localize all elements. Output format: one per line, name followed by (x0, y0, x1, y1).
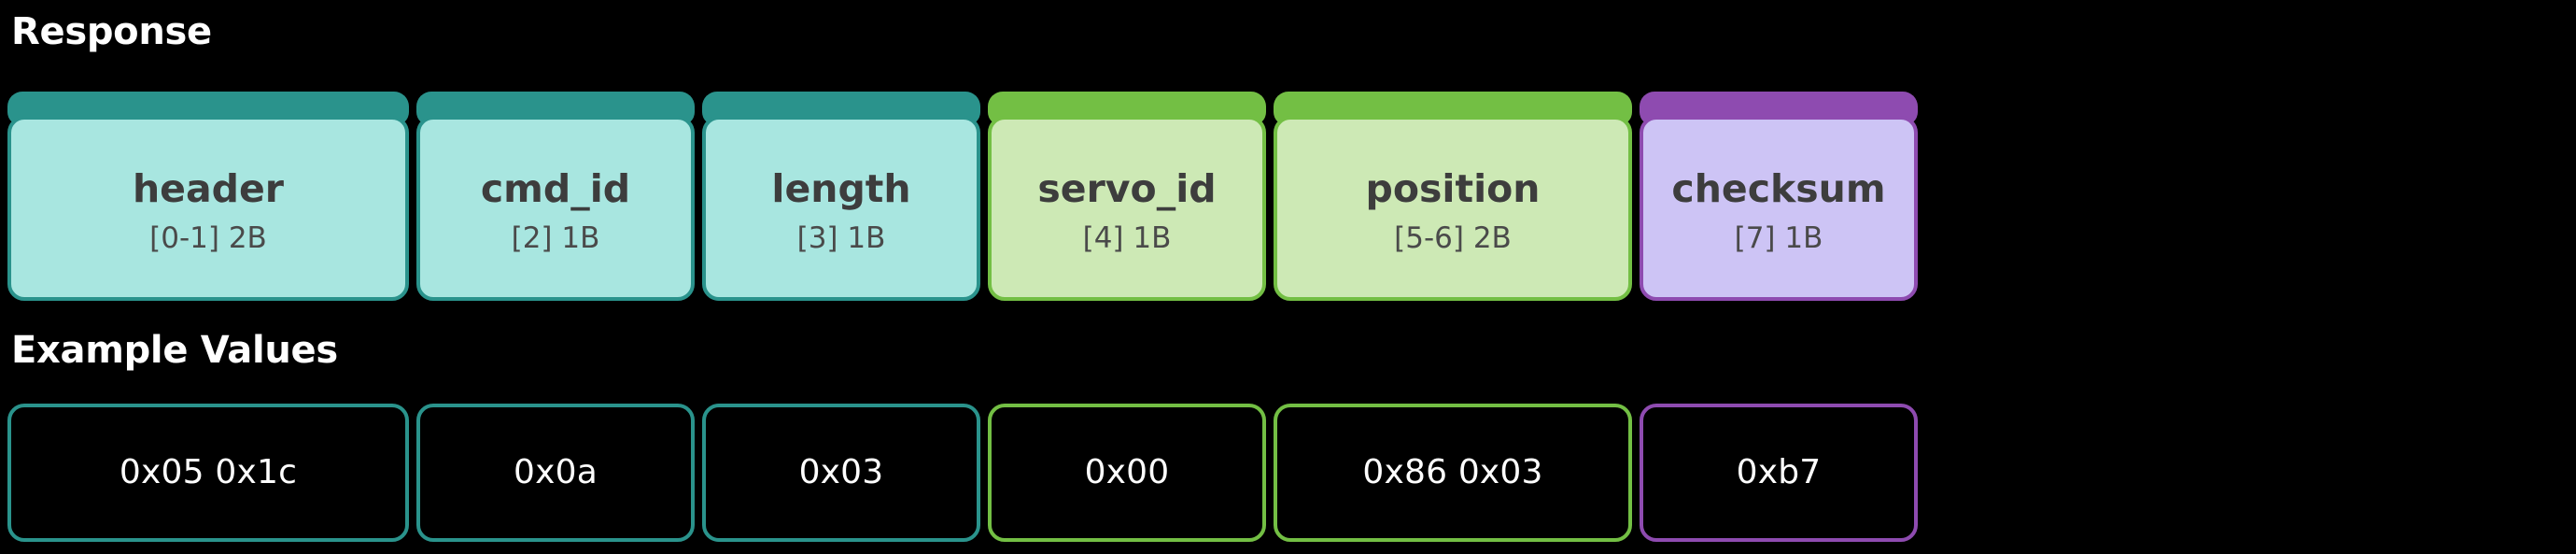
example-values-row: 0x05 0x1c 0x0a 0x03 0x00 0x86 0x03 0xb7 (7, 404, 1918, 542)
packet-field-meta-position: [5-6] 2B (1394, 221, 1512, 256)
packet-field-position[interactable]: position [5-6] 2B (1274, 92, 1632, 301)
packet-field-meta-servo_id: [4] 1B (1082, 221, 1172, 256)
example-value-box-position[interactable]: 0x86 0x03 (1274, 404, 1632, 542)
example-value-box-cmd_id[interactable]: 0x0a (416, 404, 695, 542)
packet-field-body-position: position [5-6] 2B (1274, 116, 1632, 301)
packet-field-name-length: length (771, 165, 911, 211)
packet-field-meta-checksum: [7] 1B (1734, 221, 1823, 256)
example-value-box-header[interactable]: 0x05 0x1c (7, 404, 409, 542)
packet-field-body-length: length [3] 1B (702, 116, 980, 301)
example-value-text-checksum: 0xb7 (1736, 453, 1822, 491)
packet-field-meta-cmd_id: [2] 1B (511, 221, 600, 256)
example-value-box-servo_id[interactable]: 0x00 (988, 404, 1266, 542)
example-value-box-checksum[interactable]: 0xb7 (1640, 404, 1918, 542)
packet-field-meta-header: [0-1] 2B (149, 221, 267, 256)
example-value-text-cmd_id: 0x0a (514, 453, 598, 491)
example-value-text-position: 0x86 0x03 (1362, 453, 1543, 491)
packet-field-name-header: header (132, 165, 285, 211)
example-value-box-length[interactable]: 0x03 (702, 404, 980, 542)
packet-field-checksum[interactable]: checksum [7] 1B (1640, 92, 1918, 301)
response-section-title: Response (11, 10, 212, 53)
example-value-text-servo_id: 0x00 (1084, 453, 1170, 491)
packet-field-body-checksum: checksum [7] 1B (1640, 116, 1918, 301)
packet-field-servo_id[interactable]: servo_id [4] 1B (988, 92, 1266, 301)
packet-field-name-position: position (1365, 165, 1541, 211)
example-value-text-length: 0x03 (798, 453, 884, 491)
packet-field-header[interactable]: header [0-1] 2B (7, 92, 409, 301)
packet-field-name-checksum: checksum (1671, 165, 1886, 211)
packet-field-name-servo_id: servo_id (1037, 165, 1217, 211)
packet-field-length[interactable]: length [3] 1B (702, 92, 980, 301)
packet-field-cmd_id[interactable]: cmd_id [2] 1B (416, 92, 695, 301)
packet-field-row: header [0-1] 2B cmd_id [2] 1B length [3] 1B se… (7, 92, 1918, 301)
packet-field-body-cmd_id: cmd_id [2] 1B (416, 116, 695, 301)
packet-field-body-servo_id: servo_id [4] 1B (988, 116, 1266, 301)
packet-field-name-cmd_id: cmd_id (480, 165, 631, 211)
packet-field-meta-length: [3] 1B (796, 221, 886, 256)
example-values-section-title: Example Values (11, 329, 338, 372)
example-value-text-header: 0x05 0x1c (119, 453, 298, 491)
packet-field-body-header: header [0-1] 2B (7, 116, 409, 301)
